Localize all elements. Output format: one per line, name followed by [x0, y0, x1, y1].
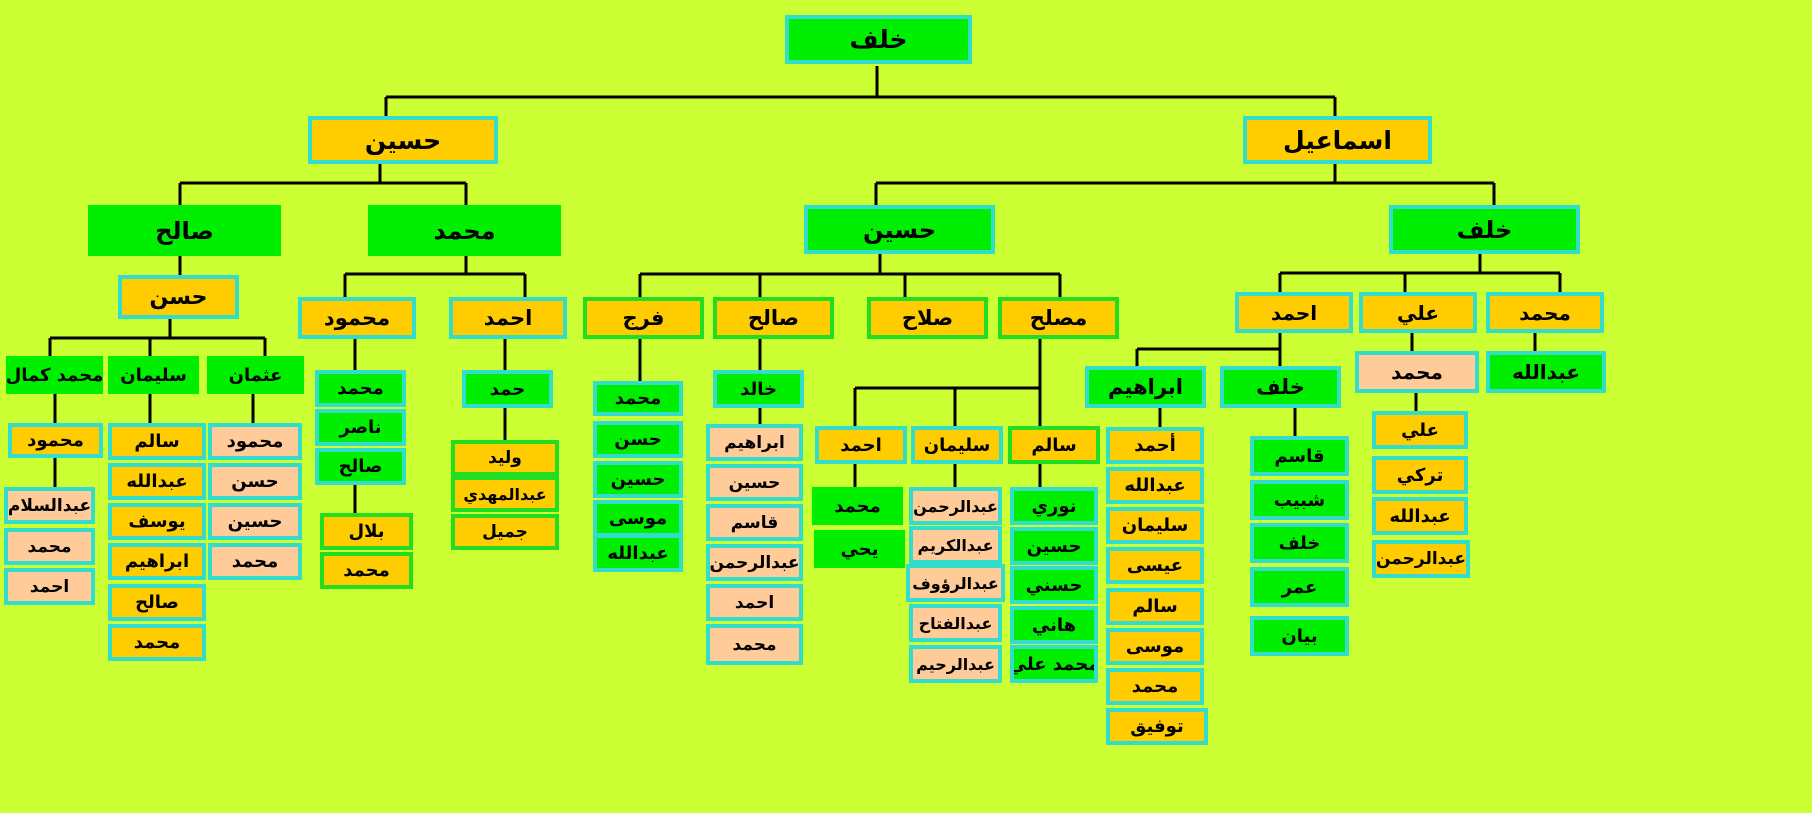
- tree-node-col_ahmad-items-0: وليد: [451, 440, 559, 476]
- tree-node-l2-khalaf: خلف: [1389, 205, 1580, 254]
- tree-node-khalaf_children-ali: علي: [1359, 292, 1477, 333]
- tree-node-col_faraj-2: حسين: [593, 461, 683, 498]
- tree-node-col_mahmoud_sub-1: محمد: [320, 552, 413, 589]
- tree-node-col_ali-items-1: تركي: [1372, 456, 1468, 494]
- tree-node-col_salim-1: حسين: [1010, 527, 1098, 565]
- tree-node-l2-muhammad: محمد: [368, 205, 561, 256]
- tree-node-col_faraj-1: حسن: [593, 421, 683, 458]
- tree-node-col_salih-items-0: ابراهيم: [706, 424, 803, 461]
- tree-node-muslih_children-salim: سالم: [1008, 426, 1100, 464]
- tree-node-col_ibrahim-4: سالم: [1106, 588, 1204, 625]
- tree-node-col_mk-mahmoud: محمود: [8, 423, 103, 458]
- tree-node-col_ahmad-hamad: حمد: [462, 370, 553, 408]
- tree-node-khalaf_children-ahmad: احمد: [1235, 292, 1353, 333]
- tree-node-col_ahmad-items-1: عبدالمهدي: [451, 476, 559, 512]
- tree-node-muhammad_children-ahmad: احمد: [449, 297, 567, 339]
- tree-node-col_sulaiman2-1: عبدالكريم: [909, 526, 1002, 564]
- tree-node-col_ibrahim-1: عبدالله: [1106, 467, 1204, 504]
- tree-node-col_muhammad-0: عبدالله: [1486, 351, 1606, 393]
- tree-node-col_mk-items-1: محمد: [4, 528, 95, 565]
- tree-node-col_salim-4: محمد علي: [1010, 645, 1098, 683]
- tree-node-hasan_children-sulaiman: سليمان: [108, 356, 199, 394]
- tree-node-col_uthman-1: حسن: [208, 463, 302, 500]
- tree-node-col_sulaiman2-4: عبدالرحيم: [909, 645, 1002, 683]
- tree-node-l2-salih: صالح: [88, 205, 281, 256]
- tree-node-col_khalaf-1: شبيب: [1250, 480, 1349, 520]
- tree-node-col_mahmoud_sub-0: بلال: [320, 513, 413, 550]
- tree-node-l1-right: اسماعيل: [1243, 116, 1432, 164]
- tree-node-col_sulaiman-3: ابراهيم: [108, 543, 206, 580]
- tree-node-col_sulaiman-2: يوسف: [108, 503, 206, 540]
- tree-node-col_sulaiman-1: عبدالله: [108, 463, 206, 500]
- tree-node-col_salim-3: هاني: [1010, 606, 1098, 644]
- tree-node-l2-husain: حسين: [804, 205, 995, 254]
- tree-node-col_salih-items-3: عبدالرحمن: [706, 544, 803, 581]
- tree-node-col_mk-items-0: عبدالسلام: [4, 487, 95, 524]
- tree-node-col_mahmoud-0: محمد: [315, 370, 406, 407]
- tree-node-ahmad_children-ibrahim: ابراهيم: [1085, 366, 1206, 408]
- tree-node-muslih_children-sulaiman: سليمان: [911, 426, 1003, 464]
- tree-node-col_ali-items-3: عبدالرحمن: [1372, 540, 1470, 578]
- tree-node-col_ibrahim-6: محمد: [1106, 668, 1204, 705]
- tree-node-col_ibrahim-5: موسى: [1106, 628, 1204, 665]
- tree-node-root: خلف: [785, 15, 972, 64]
- tree-node-col_faraj-0: محمد: [593, 381, 683, 416]
- tree-node-col_khalaf-4: بيان: [1250, 616, 1349, 656]
- tree-node-hasan_children-muhammad_kamal: محمد كمال: [6, 356, 103, 394]
- tree-node-col_salih-items-5: محمد: [706, 624, 803, 665]
- tree-node-col_uthman-3: محمد: [208, 543, 302, 580]
- tree-node-col_faraj-4: عبدالله: [593, 534, 683, 572]
- tree-node-col_khalaf-2: خلف: [1250, 523, 1349, 563]
- tree-node-col_salim-2: حسني: [1010, 566, 1098, 604]
- tree-node-husain_children-salih: صالح: [713, 297, 834, 339]
- tree-node-col_sulaiman2-3: عبدالفتاح: [909, 604, 1002, 642]
- tree-node-ahmad_children-khalaf: خلف: [1220, 366, 1341, 408]
- tree-node-col_sulaiman-4: صالح: [108, 584, 206, 621]
- tree-node-col_mahmoud-1: ناصر: [315, 409, 406, 446]
- tree-node-col_salih-items-4: احمد: [706, 584, 803, 621]
- tree-node-col_ahmad2-0: محمد: [812, 487, 903, 525]
- tree-node-col_sulaiman2-0: عبدالرحمن: [909, 487, 1002, 525]
- tree-node-col_ibrahim-3: عيسى: [1106, 547, 1204, 584]
- tree-node-col_mahmoud-2: صالح: [315, 448, 406, 485]
- tree-node-col_sulaiman-5: محمد: [108, 624, 206, 661]
- tree-node-col_ibrahim-7: توفيق: [1106, 708, 1208, 745]
- tree-node-col_ibrahim-2: سليمان: [1106, 507, 1204, 544]
- tree-node-col_mk-items-2: احمد: [4, 568, 95, 605]
- tree-node-col_ibrahim-0: أحمد: [1106, 427, 1204, 464]
- tree-node-muhammad_children-mahmoud: محمود: [298, 297, 416, 339]
- tree-node-col_salih-items-1: حسين: [706, 464, 803, 501]
- tree-node-hasan: حسن: [118, 275, 239, 319]
- tree-node-col_khalaf-0: قاسم: [1250, 436, 1349, 476]
- tree-node-col_salih-items-2: قاسم: [706, 504, 803, 541]
- tree-node-col_sulaiman2-2: عبدالرؤوف: [906, 564, 1005, 602]
- tree-node-col_uthman-0: محمود: [208, 423, 302, 460]
- tree-node-col_salim-0: نوري: [1010, 487, 1098, 525]
- tree-node-husain_children-salah: صلاح: [867, 297, 988, 339]
- tree-node-hasan_children-uthman: عثمان: [207, 356, 304, 394]
- tree-node-husain_children-muslih: مصلح: [998, 297, 1119, 339]
- tree-node-col_faraj-3: موسى: [593, 500, 683, 537]
- tree-node-col_uthman-2: حسين: [208, 503, 302, 540]
- tree-node-col_ali-items-2: عبدالله: [1372, 497, 1468, 535]
- tree-node-col_salih-khalid: خالد: [713, 370, 804, 408]
- tree-node-l1-left: حسين: [308, 116, 498, 164]
- tree-node-khalaf_children-muhammad: محمد: [1486, 292, 1604, 333]
- tree-node-col_khalaf-3: عمر: [1250, 567, 1349, 607]
- tree-node-col_sulaiman-0: سالم: [108, 423, 206, 460]
- tree-node-col_ahmad-items-2: جميل: [451, 514, 559, 550]
- tree-node-col_ali-muhammad: محمد: [1355, 351, 1479, 393]
- tree-node-col_ali-items-0: علي: [1372, 411, 1468, 449]
- tree-node-col_ahmad2-1: يحي: [814, 530, 905, 568]
- tree-node-husain_children-faraj: فرج: [583, 297, 704, 339]
- tree-node-muslih_children-ahmad: احمد: [815, 426, 907, 464]
